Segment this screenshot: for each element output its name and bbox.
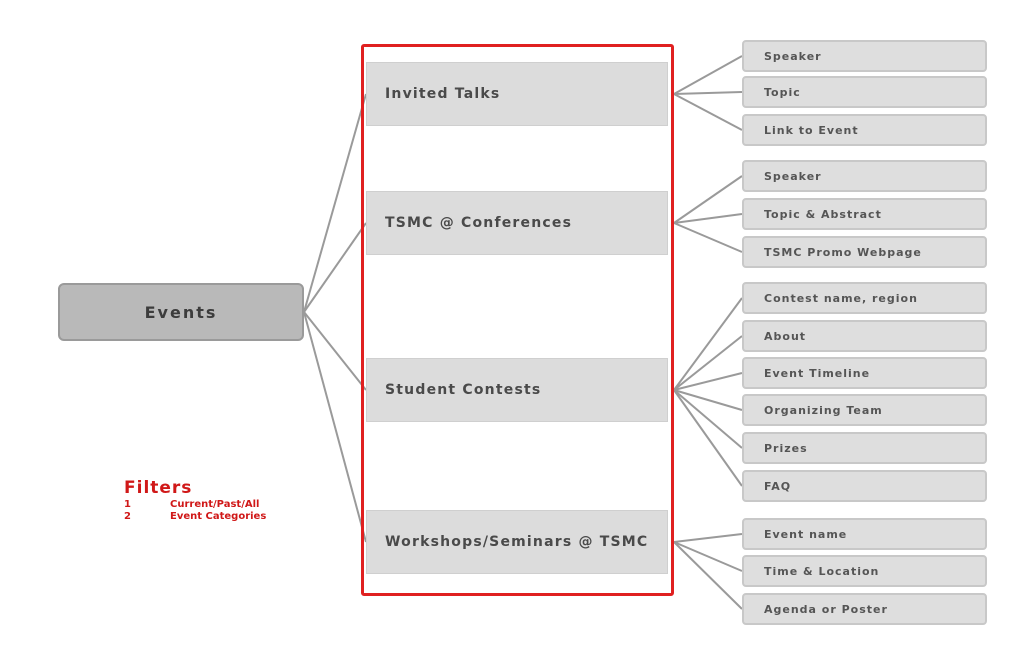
root-connector: [303, 311, 367, 391]
leaf-time-location: Time & Location: [742, 555, 987, 587]
leaf-connector: [673, 389, 743, 487]
category-label: Invited Talks: [385, 86, 501, 102]
leaf-label: Speaker: [764, 169, 822, 183]
category-student-contests: Student Contests: [366, 358, 668, 422]
category-label: TSMC @ Conferences: [385, 215, 573, 231]
leaf-promo-webpage: TSMC Promo Webpage: [742, 236, 987, 268]
leaf-label: Link to Event: [764, 123, 859, 137]
leaf-about: About: [742, 320, 987, 352]
leaf-connector: [673, 175, 743, 224]
leaf-label: About: [764, 329, 807, 343]
category-label: Workshops/Seminars @ TSMC: [385, 534, 649, 550]
filters-title: Filters: [124, 478, 193, 498]
leaf-label: Time & Location: [764, 564, 880, 578]
leaf-connector: [673, 213, 743, 224]
root-node-events: Events: [58, 283, 304, 341]
leaf-connector: [673, 93, 743, 131]
leaf-prizes: Prizes: [742, 432, 987, 464]
category-label: Student Contests: [385, 382, 542, 398]
leaf-connector: [673, 222, 743, 253]
leaf-contest-name-region: Contest name, region: [742, 282, 987, 314]
leaf-topic: Topic: [742, 76, 987, 108]
leaf-speaker: Speaker: [742, 40, 987, 72]
leaf-label: Prizes: [764, 441, 808, 455]
filter-item-number: 1: [124, 499, 131, 510]
leaf-connector: [673, 389, 743, 449]
leaf-connector: [673, 541, 743, 610]
leaf-connector: [673, 91, 743, 95]
category-workshops-seminars: Workshops/Seminars @ TSMC: [366, 510, 668, 574]
leaf-topic-abstract: Topic & Abstract: [742, 198, 987, 230]
filter-item-text: Event Categories: [170, 511, 267, 522]
root-connector: [303, 311, 367, 543]
leaf-connector: [673, 389, 743, 411]
leaf-label: Topic: [764, 85, 801, 99]
filters-note: Filters 1 Current/Past/All 2 Event Categ…: [124, 478, 266, 522]
leaf-link-to-event: Link to Event: [742, 114, 987, 146]
leaf-speaker: Speaker: [742, 160, 987, 192]
root-connector: [303, 222, 367, 313]
leaf-event-name: Event name: [742, 518, 987, 550]
leaf-label: Agenda or Poster: [764, 602, 888, 616]
leaf-label: Contest name, region: [764, 291, 918, 305]
leaf-connector: [673, 55, 743, 95]
leaf-agenda-poster: Agenda or Poster: [742, 593, 987, 625]
leaf-connector: [673, 533, 743, 543]
leaf-organizing-team: Organizing Team: [742, 394, 987, 426]
filter-item-number: 2: [124, 511, 131, 522]
leaf-event-timeline: Event Timeline: [742, 357, 987, 389]
root-connector: [303, 93, 367, 313]
filter-item: 2 Event Categories: [124, 511, 266, 522]
leaf-label: TSMC Promo Webpage: [764, 245, 922, 259]
leaf-label: Event name: [764, 527, 848, 541]
leaf-label: Speaker: [764, 49, 822, 63]
leaf-connector: [673, 372, 743, 391]
leaf-label: Topic & Abstract: [764, 207, 882, 221]
leaf-label: Event Timeline: [764, 366, 871, 380]
root-node-label: Events: [144, 302, 218, 322]
category-invited-talks: Invited Talks: [366, 62, 668, 126]
category-tsmc-conferences: TSMC @ Conferences: [366, 191, 668, 255]
filter-item: 1 Current/Past/All: [124, 499, 266, 510]
selection-highlight-frame: [361, 44, 674, 596]
leaf-label: Organizing Team: [764, 403, 883, 417]
leaf-faq: FAQ: [742, 470, 987, 502]
leaf-connector: [673, 541, 743, 572]
leaf-label: FAQ: [764, 479, 792, 493]
filter-item-text: Current/Past/All: [170, 499, 260, 510]
leaf-connector: [673, 297, 743, 391]
leaf-connector: [673, 335, 743, 391]
